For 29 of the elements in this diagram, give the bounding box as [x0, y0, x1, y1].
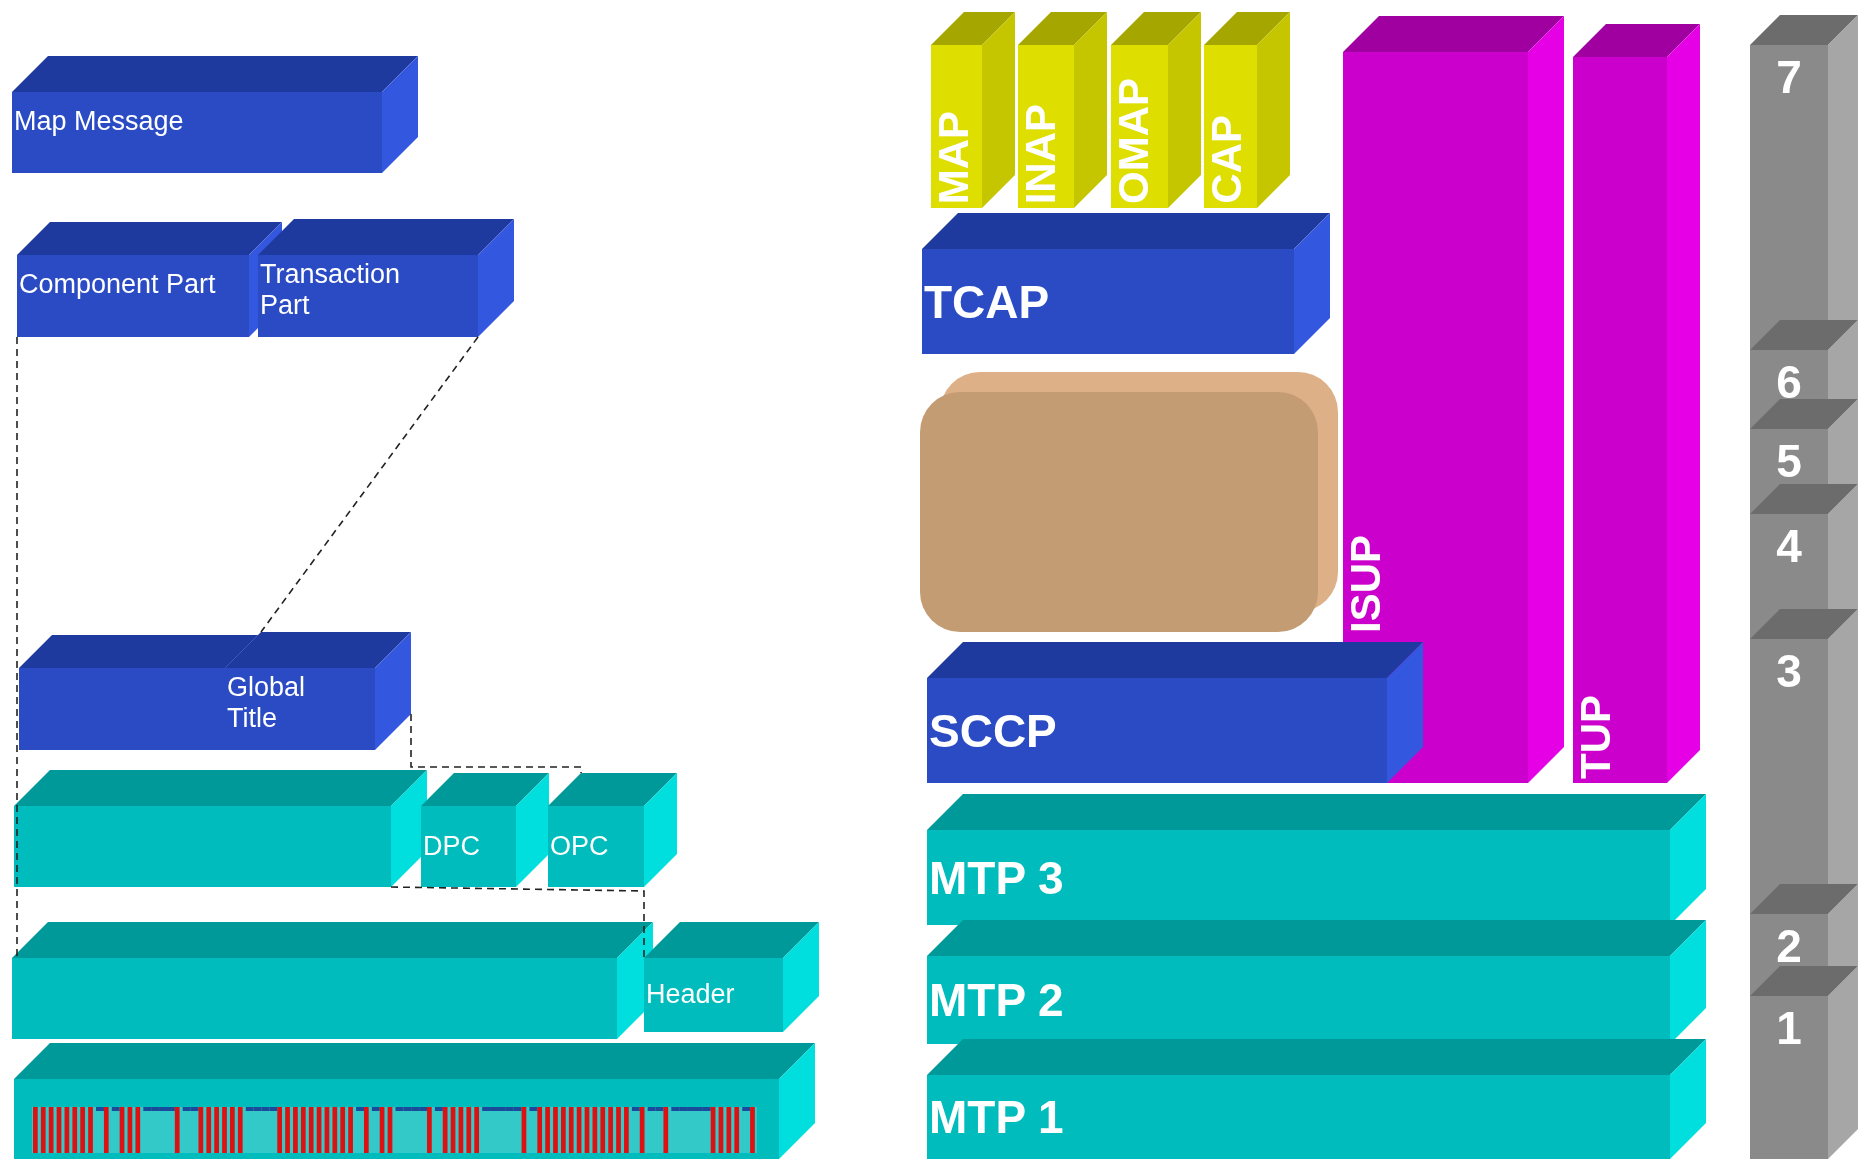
expansion-line [390, 886, 645, 959]
block-label: MAP [933, 110, 975, 204]
block-label: TCAP [924, 275, 1050, 328]
block-label: OMAP [1113, 78, 1155, 204]
block-label: OPC [550, 831, 609, 862]
expansion-line [410, 713, 582, 774]
block-label: DPC [423, 831, 480, 862]
expansion-line [16, 336, 18, 959]
block-label: INAP [1020, 103, 1062, 204]
layer-number: 2 [1775, 920, 1803, 973]
block-label: MTP 1 [929, 1090, 1064, 1144]
block-label: Global Title [227, 672, 307, 735]
block-label: Transaction Part [260, 259, 402, 322]
layer-number: 1 [1775, 1002, 1803, 1055]
block-label: Component Part [19, 269, 216, 301]
block-label: MTP 2 [929, 973, 1064, 1027]
block-label: SCCP [929, 704, 1057, 757]
expansion-line [260, 336, 479, 633]
block-label: MTP 3 [929, 851, 1064, 904]
block-label: ISUP [1345, 534, 1387, 633]
layer-number: 5 [1775, 435, 1803, 488]
block-label: TUP [1575, 695, 1617, 779]
layer-number: 7 [1775, 51, 1803, 104]
layer-number: 3 [1775, 645, 1803, 698]
block-label: Map Message [14, 106, 184, 138]
layer-number: 4 [1775, 520, 1803, 573]
layer-number: 6 [1775, 356, 1803, 409]
block-label: Header [646, 979, 735, 1011]
block-label: CAP [1206, 115, 1248, 204]
